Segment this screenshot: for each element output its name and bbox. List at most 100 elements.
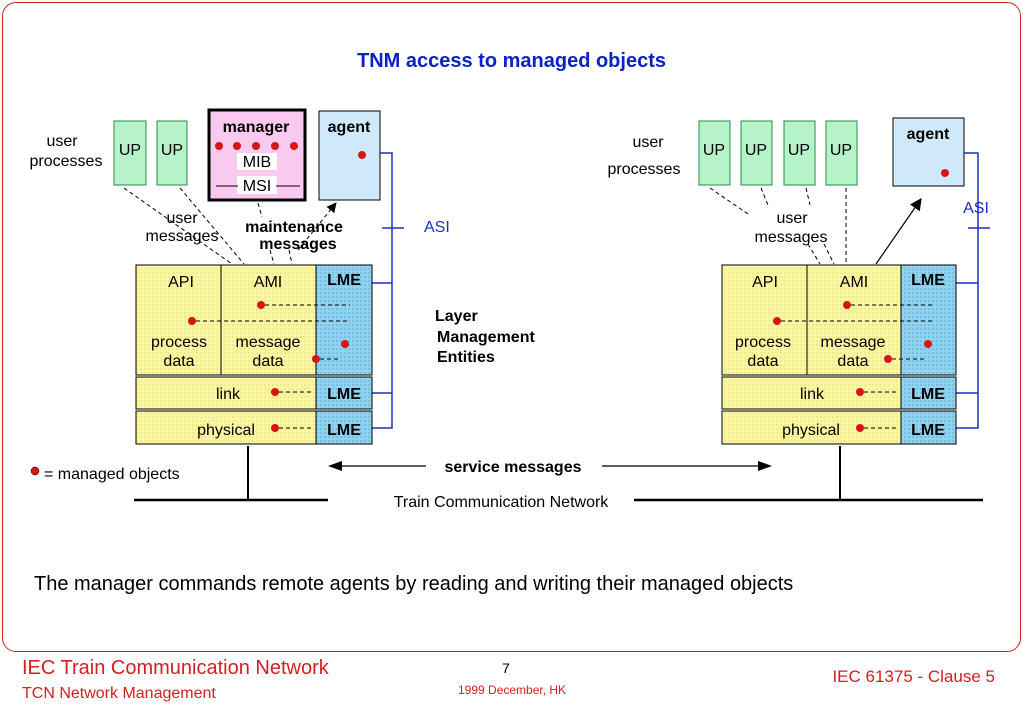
left-lme-physical-box (315, 410, 373, 445)
slide-title: TNM access to managed objects (357, 50, 666, 72)
right-up-box-2 (740, 120, 773, 186)
right-ami-to-agent-arrow-icon (875, 198, 922, 265)
right-agent-box (892, 117, 965, 187)
managed-object-dot-icon (233, 142, 241, 150)
managed-object-dot-icon (271, 424, 279, 432)
left-up-label-2: UP (161, 142, 183, 159)
left-user-processes-label-2: processes (30, 153, 103, 170)
right-asi-label: ASI (963, 200, 989, 217)
slide-frame (2, 2, 1021, 652)
maintenance-arrow-icon (297, 202, 337, 251)
managed-object-dot-icon (341, 340, 349, 348)
right-up-box-3 (783, 120, 816, 186)
right-asi-line (956, 152, 979, 429)
right-up-box-1 (698, 120, 731, 186)
footer-right: IEC 61375 - Clause 5 (832, 667, 995, 686)
left-up-box-2 (156, 120, 188, 186)
left-up-label-1: UP (119, 142, 141, 159)
managed-object-dot-icon (290, 142, 298, 150)
right-user-msg-line-5 (807, 243, 821, 265)
managed-object-dot-icon (924, 340, 932, 348)
right-process-data-label-2: data (747, 353, 778, 370)
right-up-label-4: UP (830, 142, 852, 159)
left-process-data-label-1: process (151, 334, 207, 351)
right-user-msg-line-3 (805, 187, 811, 206)
right-user-msg-line-2 (760, 187, 769, 206)
maintenance-line-3 (288, 249, 293, 265)
left-api-box (135, 264, 222, 376)
right-up-box-4 (825, 120, 858, 186)
left-lme-label-2: LME (327, 386, 361, 403)
managed-object-dot-icon (188, 317, 196, 325)
lme-caption-1: Layer (435, 308, 478, 325)
right-station: user processes UP UP UP UP agent user me… (608, 117, 990, 500)
lme-caption-3: Entities (437, 349, 495, 366)
maintenance-line-1 (257, 202, 263, 218)
right-process-data-label-1: process (735, 334, 791, 351)
msi-backdrop (237, 176, 277, 194)
right-agent-label: agent (907, 126, 950, 143)
right-lme-label-1: LME (911, 272, 945, 289)
msi-label: MSI (243, 178, 271, 195)
left-asi-line (372, 152, 393, 429)
maintenance-line-2 (269, 249, 275, 265)
left-station: user processes UP UP manager MIB MSI age… (30, 108, 450, 500)
right-up-label-2: UP (745, 142, 767, 159)
slide-caption: The manager commands remote agents by re… (34, 573, 794, 595)
legend-label: = managed objects (44, 466, 180, 483)
right-ami-label: AMI (840, 274, 868, 291)
right-user-processes-label-2: processes (608, 161, 681, 178)
left-message-data-label-1: message (236, 334, 301, 351)
left-asi-label: ASI (424, 219, 450, 236)
left-user-msg-line-1 (123, 187, 233, 265)
right-user-processes-label-1: user (632, 134, 664, 151)
managed-object-dot-icon (257, 301, 265, 309)
managed-object-dot-icon (358, 151, 366, 159)
manager-label: manager (223, 119, 290, 136)
left-lme-label-3: LME (327, 422, 361, 439)
right-physical-label: physical (782, 422, 840, 439)
left-ami-label: AMI (254, 274, 282, 291)
managed-object-dot-icon (856, 388, 864, 396)
footer-left-subtitle: TCN Network Management (22, 685, 216, 702)
right-api-box (721, 264, 808, 376)
right-lme-top-box (900, 264, 957, 376)
left-user-messages-label-1: user (166, 210, 198, 227)
manager-managed-objects (215, 142, 298, 150)
right-lme-physical-box (900, 410, 957, 445)
maintenance-messages-label-2: messages (259, 236, 336, 253)
left-message-data-label-2: data (252, 353, 283, 370)
right-up-label-1: UP (703, 142, 725, 159)
managed-object-dot-icon (271, 142, 279, 150)
managed-object-dot-icon (843, 301, 851, 309)
footer-left-title: IEC Train Communication Network (22, 657, 329, 679)
managed-object-dot-icon (312, 355, 320, 363)
right-message-data-label-1: message (821, 334, 886, 351)
managed-object-dot-icon (884, 355, 892, 363)
left-user-messages-label-2: messages (146, 228, 219, 245)
left-api-label: API (168, 274, 194, 291)
managed-object-dot-icon (773, 317, 781, 325)
managed-object-dot-icon (856, 424, 864, 432)
right-user-msg-line-1 (709, 187, 749, 215)
left-link-box (135, 376, 317, 410)
left-agent-box (318, 110, 381, 201)
arrow-icon (328, 461, 342, 471)
right-lme-label-2: LME (911, 386, 945, 403)
managed-object-dot-icon (271, 388, 279, 396)
left-user-msg-line-2 (179, 187, 245, 265)
left-lme-top-box (315, 264, 373, 376)
left-link-label: link (216, 386, 241, 403)
right-message-data-label-2: data (837, 353, 868, 370)
mib-label: MIB (243, 154, 271, 171)
right-up-label-3: UP (788, 142, 810, 159)
lme-caption-2: Management (437, 329, 535, 346)
left-lme-link-box (315, 376, 373, 410)
mib-backdrop (237, 153, 277, 170)
managed-object-dot-icon (215, 142, 223, 150)
right-link-label: link (800, 386, 825, 403)
right-user-messages-label-2: messages (755, 229, 828, 246)
left-ami-box (220, 264, 317, 376)
right-lme-link-box (900, 376, 957, 410)
